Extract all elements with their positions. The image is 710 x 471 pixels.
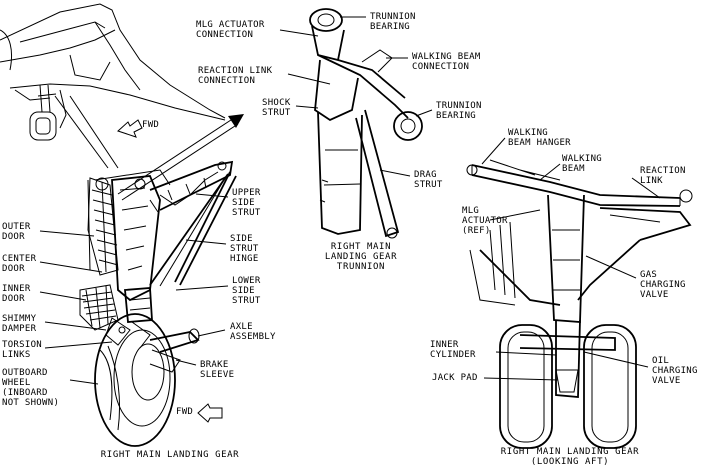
label-drag-strut: DRAG STRUT: [414, 170, 443, 190]
trunnion-assembly: [309, 8, 423, 239]
label-outer-door: OUTER DOOR: [2, 222, 31, 242]
leader-lines: [39, 16, 661, 385]
label-center-door: CENTER DOOR: [2, 254, 37, 274]
label-trunnion-bearing-mid: TRUNNION BEARING: [436, 101, 482, 121]
pointer-arrow: [117, 114, 244, 201]
label-mlg-actuator-connection: MLG ACTUATOR CONNECTION: [196, 20, 265, 40]
label-lower-side-strut: LOWER SIDE STRUT: [232, 276, 261, 306]
label-walking-beam-connection: WALKING BEAM CONNECTION: [412, 52, 481, 72]
caption-main-gear: RIGHT MAIN LANDING GEAR: [100, 450, 240, 460]
looking-aft-assembly: [466, 159, 693, 449]
label-upper-side-strut: UPPER SIDE STRUT: [232, 188, 261, 218]
label-trunnion-bearing-top: TRUNNION BEARING: [370, 12, 416, 32]
label-shimmy-damper: SHIMMY DAMPER: [2, 314, 37, 334]
label-fwd-bottom: FWD: [176, 407, 194, 417]
label-walking-beam-hanger: WALKING BEAM HANGER: [508, 128, 571, 148]
label-reaction-link-connection: REACTION LINK CONNECTION: [198, 66, 273, 86]
label-brake-sleeve: BRAKE SLEEVE: [200, 360, 235, 380]
label-gas-charging-valve: GAS CHARGING VALVE: [640, 270, 686, 300]
label-walking-beam: WALKING BEAM: [562, 154, 603, 174]
label-torsion-links: TORSION LINKS: [2, 340, 43, 360]
caption-trunnion: RIGHT MAIN LANDING GEAR TRUNNION: [324, 242, 398, 272]
inset-wing-view: [0, 3, 226, 169]
caption-looking-aft: RIGHT MAIN LANDING GEAR (LOOKING AFT): [500, 447, 640, 467]
main-gear-assembly: [79, 160, 237, 447]
label-inner-cylinder: INNER CYLINDER: [430, 340, 476, 360]
label-side-strut-hinge: SIDE STRUT HINGE: [230, 234, 259, 264]
label-inner-door: INNER DOOR: [2, 284, 31, 304]
label-jack-pad: JACK PAD: [432, 373, 478, 383]
label-shock-strut: SHOCK STRUT: [262, 98, 291, 118]
label-oil-charging-valve: OIL CHARGING VALVE: [652, 356, 698, 386]
label-outboard-wheel: OUTBOARD WHEEL (INBOARD NOT SHOWN): [2, 368, 60, 408]
label-axle-assembly: AXLE ASSEMBLY: [230, 322, 276, 342]
label-fwd-top: FWD: [142, 120, 160, 130]
label-mlg-actuator-ref: MLG ACTUATOR (REF): [462, 206, 508, 236]
label-reaction-link: REACTION LINK: [640, 166, 686, 186]
